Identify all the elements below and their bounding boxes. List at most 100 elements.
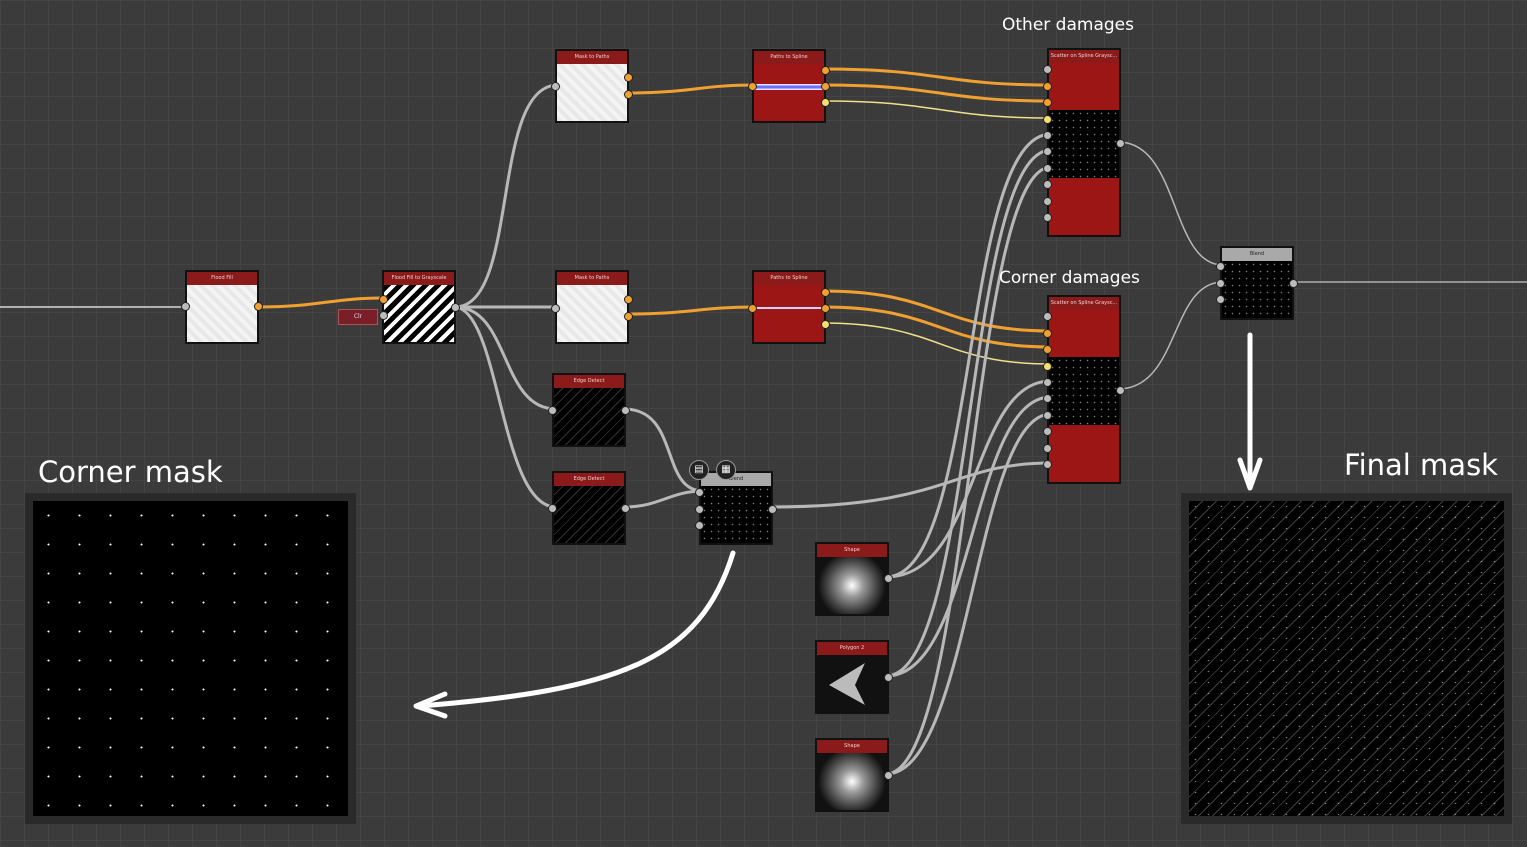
arrowhead-corner [413, 691, 448, 719]
wire-blend-scatter2 [769, 461, 1053, 509]
node-title: Paths to Spline [754, 51, 824, 64]
clr-button[interactable]: Clr [338, 309, 378, 325]
output-port[interactable] [821, 82, 830, 91]
output-port[interactable] [884, 574, 893, 583]
input-port[interactable] [1043, 329, 1052, 338]
output-port[interactable] [624, 73, 633, 82]
output-port[interactable] [821, 98, 830, 107]
output-port[interactable] [624, 90, 633, 99]
input-port[interactable] [1043, 312, 1052, 321]
wire-shape2-scatter2 [884, 412, 1053, 776]
output-port[interactable] [621, 406, 630, 415]
output-port[interactable] [884, 771, 893, 780]
input-port[interactable] [1216, 262, 1225, 271]
node-title: Mask to Paths [557, 272, 627, 285]
node-shape-2[interactable]: Shape [815, 738, 893, 812]
output-port[interactable] [821, 288, 830, 297]
node-thumbnail [557, 64, 627, 121]
node-scatter-on-spline-1[interactable]: Scatter on Spline Graysc... [1043, 48, 1125, 237]
input-port[interactable] [748, 304, 757, 313]
node-blend-final[interactable]: Blend [1216, 246, 1298, 320]
input-port[interactable] [1043, 147, 1052, 156]
input-port[interactable] [551, 304, 560, 313]
node-flood-fill[interactable]: Flood Fill [181, 270, 263, 344]
node-thumbnail [1049, 310, 1119, 482]
input-port[interactable] [379, 295, 388, 304]
output-port[interactable] [1116, 386, 1125, 395]
input-port[interactable] [1043, 65, 1052, 74]
input-port[interactable] [1216, 279, 1225, 288]
input-port[interactable] [695, 521, 704, 530]
node-scatter-on-spline-2[interactable]: Scatter on Spline Graysc... [1043, 295, 1125, 484]
wire-s2-a [821, 289, 1053, 333]
node-polygon-2[interactable]: Polygon 2 [815, 640, 893, 714]
node-flood-fill-to-grayscale[interactable]: Flood Fill to Grayscale [379, 270, 460, 344]
input-port[interactable] [1043, 394, 1052, 403]
input-port[interactable] [1043, 411, 1052, 420]
input-port[interactable] [1043, 197, 1052, 206]
output-port[interactable] [821, 66, 830, 75]
node-thumbnail [754, 285, 824, 342]
node-edge-detect-2[interactable]: Edge Detect [548, 471, 630, 545]
document-icon[interactable]: ▤ [689, 460, 709, 480]
node-thumbnail [554, 388, 624, 445]
node-title: Blend [701, 473, 771, 486]
input-port[interactable] [695, 505, 704, 514]
input-port[interactable] [548, 406, 557, 415]
input-port[interactable] [1043, 98, 1052, 107]
node-blend-small[interactable]: Blend [695, 471, 777, 545]
wire-s1-c [822, 100, 1052, 119]
wire-shape1-scatter2 [884, 379, 1053, 579]
corner-mask-image [33, 501, 348, 816]
node-title: Scatter on Spline Graysc... [1049, 297, 1119, 310]
input-port[interactable] [695, 488, 704, 497]
input-port[interactable] [1043, 362, 1052, 371]
input-port[interactable] [1043, 460, 1052, 469]
output-port[interactable] [254, 302, 263, 311]
node-mask-to-paths-1[interactable]: Mask to Paths [551, 49, 633, 123]
output-port[interactable] [624, 295, 633, 304]
output-port[interactable] [768, 505, 777, 514]
input-port[interactable] [181, 302, 190, 311]
output-port[interactable] [451, 303, 460, 312]
output-port[interactable] [821, 304, 830, 313]
output-port[interactable] [1116, 139, 1125, 148]
wire-edge1-blend [622, 407, 705, 493]
input-port[interactable] [1216, 295, 1225, 304]
node-shape-1[interactable]: Shape [815, 542, 893, 616]
input-port[interactable] [1043, 164, 1052, 173]
input-port[interactable] [1043, 444, 1052, 453]
input-port[interactable] [379, 311, 388, 320]
node-title: Shape [817, 544, 887, 557]
output-port[interactable] [884, 673, 893, 682]
output-port[interactable] [821, 320, 830, 329]
node-edge-detect-1[interactable]: Edge Detect [548, 373, 630, 447]
input-port[interactable] [1043, 180, 1052, 189]
input-port[interactable] [1043, 82, 1052, 91]
input-port[interactable] [551, 82, 560, 91]
input-port[interactable] [1043, 345, 1052, 354]
input-port[interactable] [1043, 427, 1052, 436]
input-port[interactable] [1043, 378, 1052, 387]
output-port[interactable] [621, 504, 630, 513]
output-port[interactable] [1289, 279, 1298, 288]
node-thumbnail [384, 285, 454, 342]
input-port[interactable] [1043, 213, 1052, 222]
input-port[interactable] [1043, 115, 1052, 124]
node-title: Flood Fill [187, 272, 257, 285]
input-port[interactable] [548, 504, 557, 513]
output-port[interactable] [624, 312, 633, 321]
node-paths-to-spline-2[interactable]: Paths to Spline [748, 270, 830, 344]
input-port[interactable] [748, 82, 757, 91]
input-port[interactable] [1043, 131, 1052, 140]
node-paths-to-spline-1[interactable]: Paths to Spline [748, 49, 830, 123]
checker-icon[interactable]: ▦ [716, 460, 736, 480]
node-thumbnail [557, 285, 627, 342]
node-thumbnail [817, 557, 887, 614]
node-mask-to-paths-2[interactable]: Mask to Paths [551, 270, 633, 344]
wire-shape2-scatter1 [884, 165, 1053, 776]
arrow-corner [417, 550, 736, 709]
label-corner-damages: Corner damages [999, 268, 1140, 288]
wire-poly-scatter2 [884, 395, 1053, 678]
wire-floodfill-out [255, 296, 387, 309]
